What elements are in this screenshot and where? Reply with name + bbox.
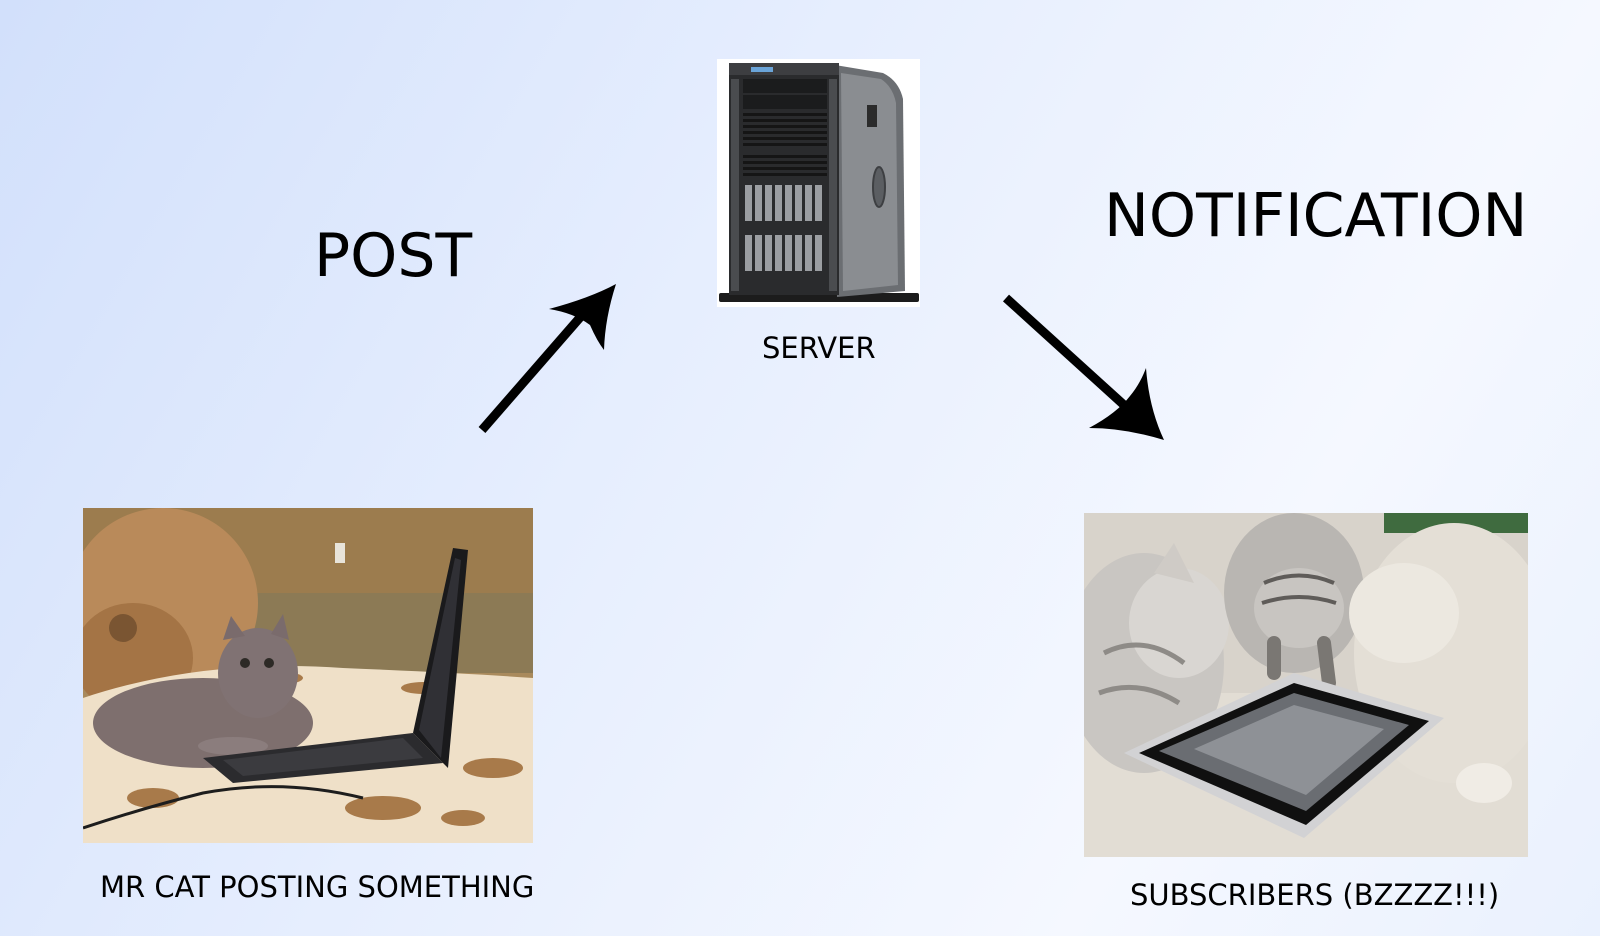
poster-label: MR CAT POSTING SOMETHING: [100, 870, 535, 904]
kittens-tablet-photo: [1084, 513, 1528, 857]
server-image: [717, 59, 920, 307]
cat-laptop-photo: [83, 508, 533, 843]
subscribers-image: [1084, 513, 1528, 857]
arrow-post: [478, 284, 616, 433]
server-tower-icon: [719, 63, 919, 302]
subscribers-label: SUBSCRIBERS (BZZZZ!!!): [1130, 878, 1500, 912]
poster-image: [83, 508, 533, 843]
arrow-notification: [1002, 294, 1164, 440]
server-label: SERVER: [762, 331, 876, 365]
notification-label: NOTIFICATION: [1104, 181, 1528, 251]
post-label: POST: [314, 221, 473, 291]
